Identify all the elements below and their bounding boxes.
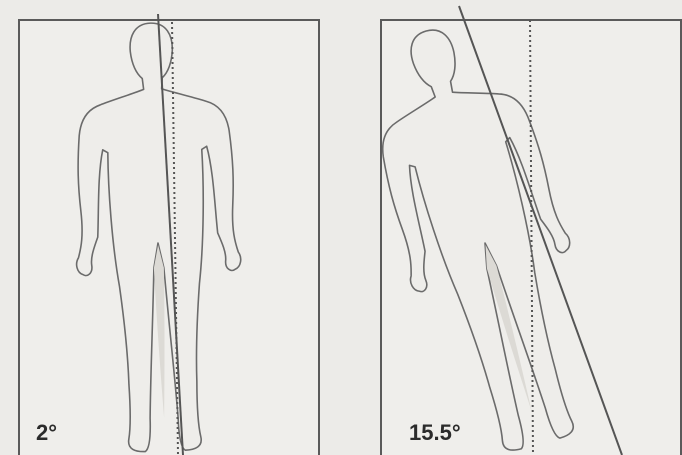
panel-left: 2° — [19, 14, 319, 455]
panel-left-angle-label: 2° — [36, 420, 57, 445]
panel-right: 15.5° — [347, 6, 681, 455]
panel-right-angle-label: 15.5° — [409, 420, 461, 445]
